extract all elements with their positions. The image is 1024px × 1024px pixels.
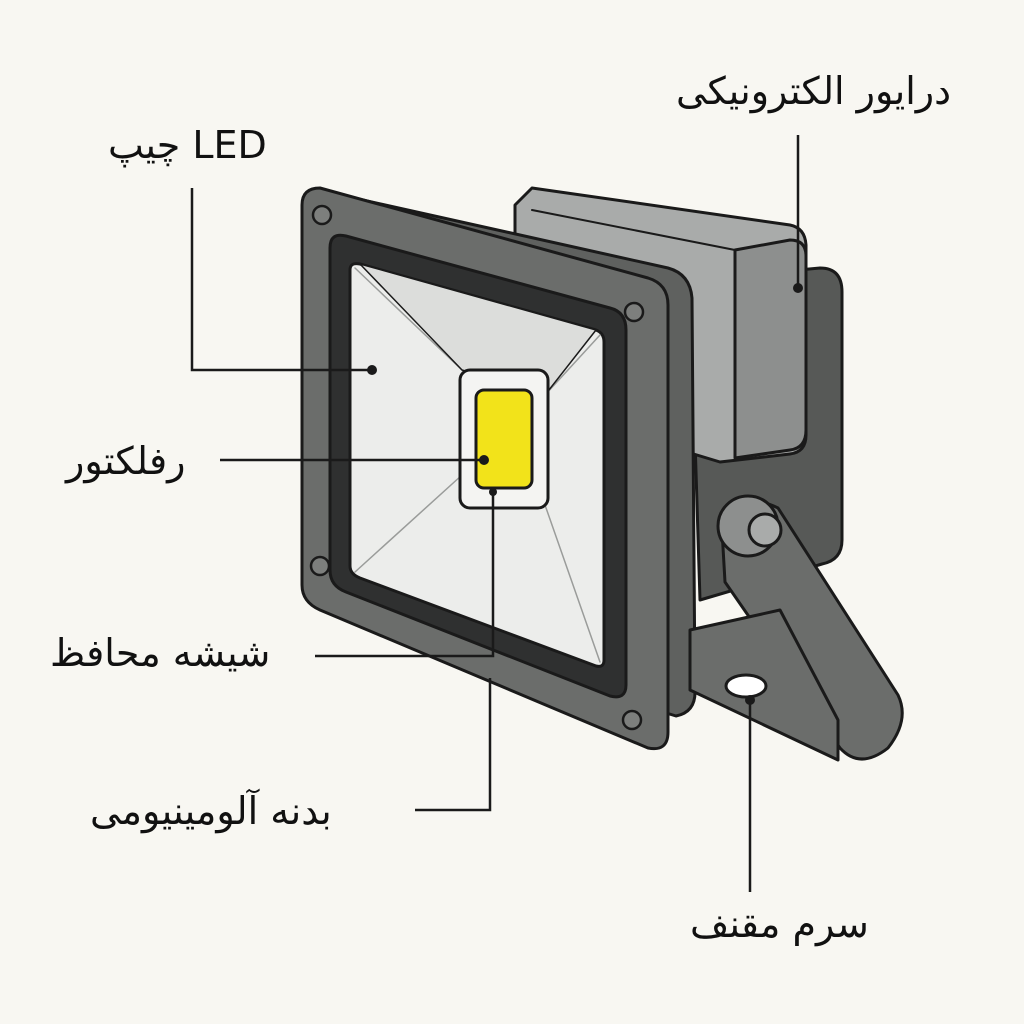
label-led-chip: چیپ LED [108, 123, 267, 167]
mounting-hole [724, 673, 768, 699]
label-aluminum-body: بدنه آلومینیومی [90, 789, 332, 833]
driver-box-side [733, 238, 808, 460]
leader-led-chip [190, 188, 372, 372]
leader-body [415, 678, 492, 812]
screw [309, 555, 331, 577]
label-bracket-head: سرم مقنف [690, 902, 869, 946]
leader-glass [315, 492, 495, 658]
screw [311, 204, 333, 226]
label-protective-glass: شیشه محافظ [50, 631, 271, 675]
screw [621, 709, 643, 731]
led-chip [474, 388, 534, 490]
screw [623, 301, 645, 323]
bracket-bolt-inner [747, 512, 783, 548]
label-reflector: رفلکتور [66, 439, 186, 483]
label-electronic-driver: درایور الکترونیکی [676, 69, 952, 113]
